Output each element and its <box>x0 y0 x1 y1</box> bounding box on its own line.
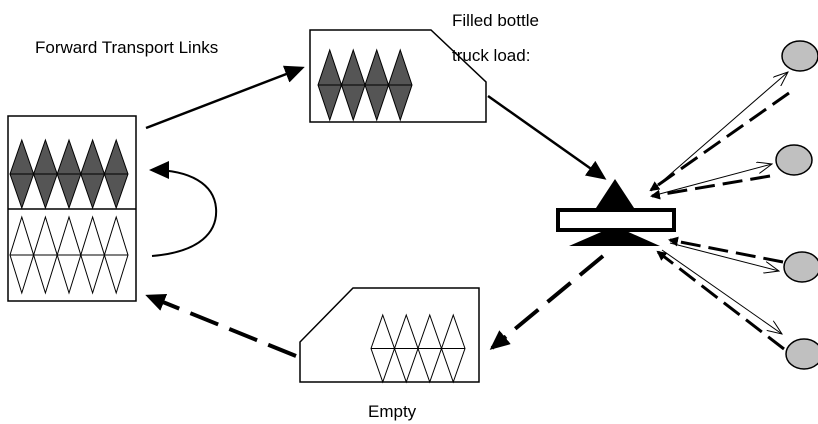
loading-curve-arrow <box>149 161 218 257</box>
link-hub-to-customer-1 <box>650 72 788 192</box>
return-arrow-truck-to-depot <box>145 294 297 358</box>
depot-empty-bottles <box>9 215 129 295</box>
truck-filled-bottles <box>317 48 413 122</box>
link-customer-1-to-hub <box>649 91 790 192</box>
depot-filled-bottles <box>9 138 129 210</box>
forward-arrow-truck-to-hub <box>487 94 607 180</box>
link-customer-3-to-hub <box>668 236 784 264</box>
customer-node-4 <box>785 338 818 370</box>
customer-node-2 <box>775 144 813 176</box>
hub-bottom-triangle <box>569 226 660 246</box>
depot <box>7 115 137 302</box>
link-customer-4-to-hub <box>656 250 785 351</box>
customer-node-3 <box>783 251 818 283</box>
customer-links <box>649 72 790 351</box>
empty-truck <box>299 287 480 384</box>
empty-label: Empty <box>368 402 417 421</box>
customer-nodes <box>775 40 818 370</box>
link-hub-to-customer-2 <box>651 164 772 197</box>
return-arrow-hub-to-truck <box>489 254 605 350</box>
forward-arrow-depot-to-truck <box>145 65 305 130</box>
hub-top-triangle <box>594 179 636 211</box>
hub-bar <box>556 208 676 232</box>
link-hub-to-customer-3 <box>669 242 779 271</box>
customer-node-1 <box>781 40 818 72</box>
link-hub-to-customer-4 <box>661 249 782 334</box>
filled-bottle-label: Filled bottle <box>452 11 539 30</box>
truck-load-label: truck load: <box>452 46 531 65</box>
filled-truck <box>309 29 487 123</box>
truck-empty-bottles <box>370 313 466 384</box>
forward-transport-links-label: Forward Transport Links <box>35 38 219 57</box>
link-customer-2-to-hub <box>650 174 771 200</box>
distribution-hub <box>556 179 676 246</box>
